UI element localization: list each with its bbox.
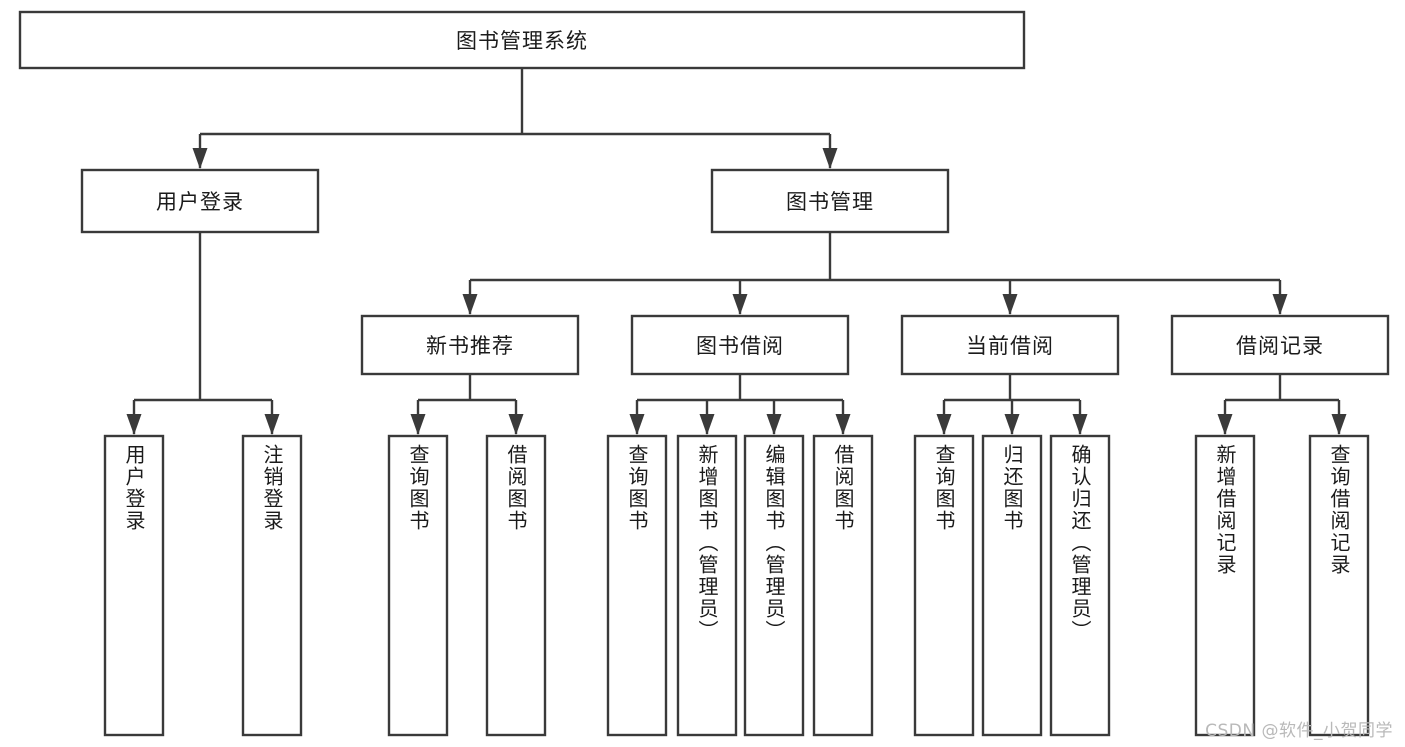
node-box-l-borrow-book-1 <box>485 434 547 737</box>
connectors-layer <box>126 68 1347 435</box>
node-box-l-user-login <box>103 434 165 737</box>
node-box-l-add-book <box>676 434 738 737</box>
node-box-l-query-book-3 <box>913 434 975 737</box>
node-box-n-new-book-rec <box>360 314 580 376</box>
node-box-n-user-login <box>80 168 320 234</box>
node-box-n-current-borrow <box>900 314 1120 376</box>
node-box-root <box>18 10 1026 70</box>
node-box-n-borrow-record <box>1170 314 1390 376</box>
node-box-l-user-logout <box>241 434 303 737</box>
boxes-layer <box>18 10 1390 737</box>
node-box-l-borrow-book-2 <box>812 434 874 737</box>
node-box-n-book-borrow <box>630 314 850 376</box>
node-box-l-confirm-return <box>1049 434 1111 737</box>
node-box-n-book-mgmt <box>710 168 950 234</box>
node-box-l-query-record <box>1308 434 1370 737</box>
node-box-l-return-book <box>981 434 1043 737</box>
node-box-l-edit-book <box>743 434 805 737</box>
node-box-l-query-book-1 <box>387 434 449 737</box>
node-box-l-add-record <box>1194 434 1256 737</box>
node-box-l-query-book-2 <box>606 434 668 737</box>
